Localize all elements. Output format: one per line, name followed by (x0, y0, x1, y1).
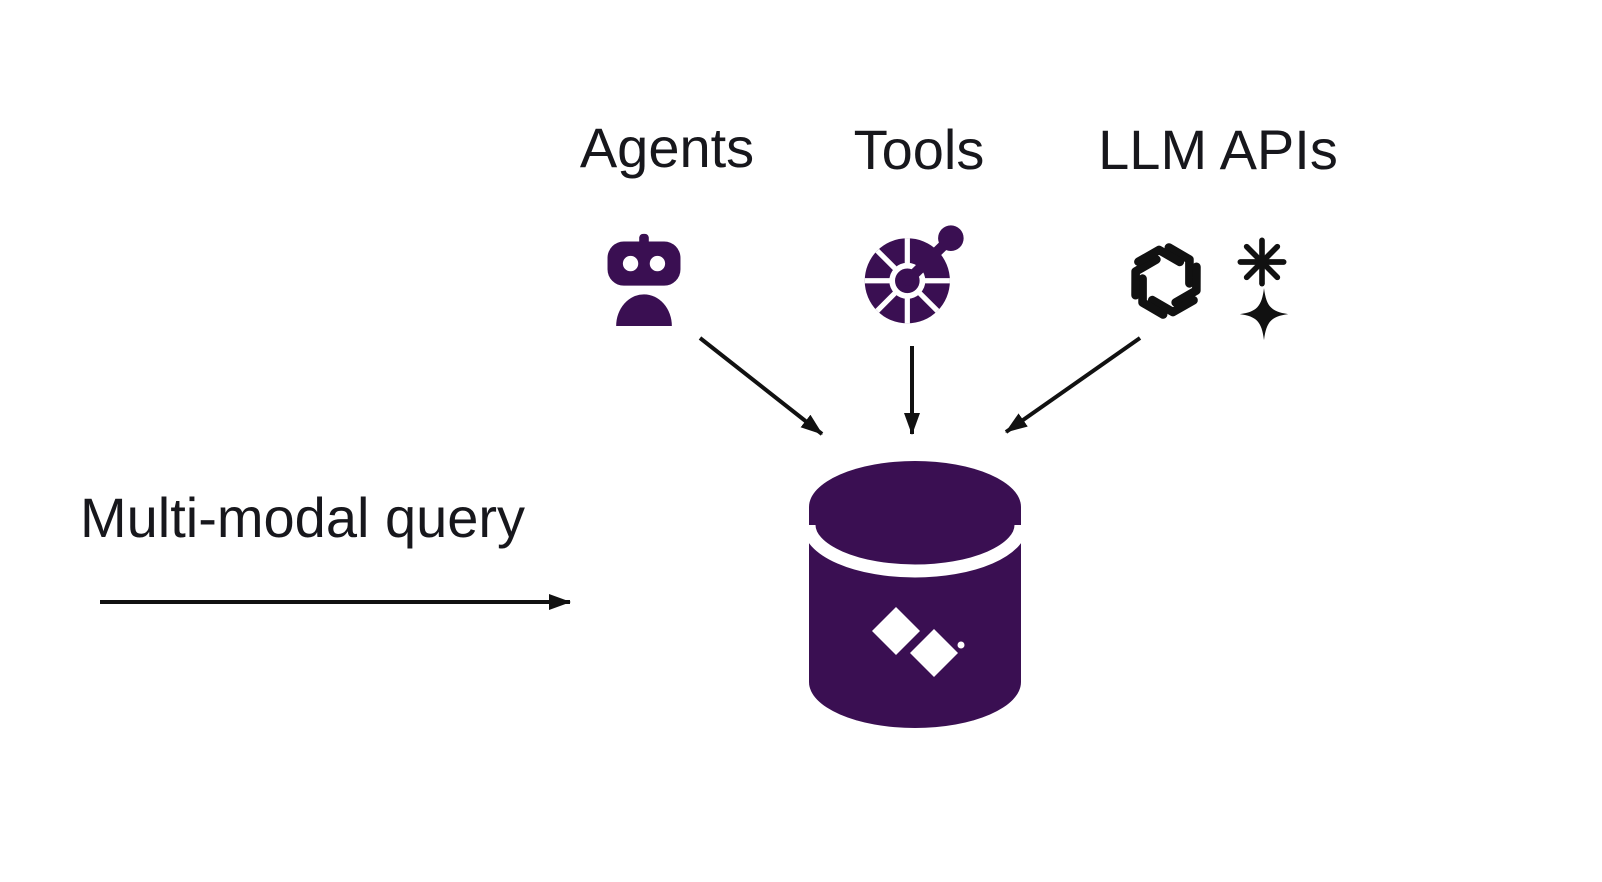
arrow-agents-to-db (698, 336, 824, 436)
wheel-lever-knob (938, 225, 964, 251)
sparkle-asterisk-icon (1237, 237, 1287, 287)
wheel-hub-ring (889, 262, 926, 299)
cylinder-body (809, 461, 1021, 728)
robot-icon (607, 233, 681, 326)
robot-eye-left (622, 255, 639, 272)
label-multi-modal-query: Multi-modal query (80, 486, 526, 549)
label-agents: Agents (579, 116, 755, 179)
robot-head (607, 241, 681, 286)
label-tools: Tools (853, 118, 985, 181)
label-llm-apis: LLM APIs (1098, 118, 1338, 181)
database-logo-icon (872, 607, 965, 677)
openai-logo-icon (1131, 243, 1201, 319)
wheel-lever (902, 235, 954, 286)
four-point-star-icon (1239, 288, 1289, 341)
vector-database-cylinder-icon (802, 461, 1028, 728)
robot-eye-right (649, 255, 666, 272)
arrow-llm-to-db (1004, 336, 1142, 434)
robot-body (616, 294, 672, 326)
cylinder-lid-separator (802, 524, 1028, 578)
wheel-tool-icon (864, 225, 964, 324)
